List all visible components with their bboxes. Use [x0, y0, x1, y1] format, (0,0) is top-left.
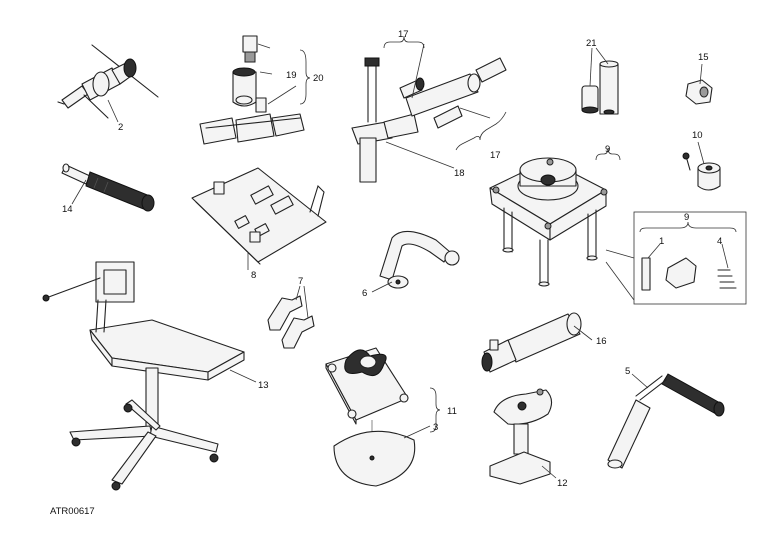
callout-12: 12 [557, 478, 568, 489]
leader-lines [71, 35, 737, 479]
callout-17-top: 17 [398, 29, 409, 40]
tool-15-nut [685, 79, 713, 105]
drawing-code: ATR00617 [50, 506, 95, 517]
tool-11-3-plate [325, 347, 416, 487]
callout-14: 14 [62, 204, 73, 215]
callout-10: 10 [692, 130, 703, 141]
callout-17-right: 17 [490, 150, 501, 161]
callout-13: 13 [258, 380, 269, 391]
callout-3: 3 [433, 422, 438, 433]
callout-6: 6 [362, 288, 367, 299]
callout-4: 4 [717, 236, 722, 247]
callout-16: 16 [596, 336, 607, 347]
callout-20: 20 [313, 73, 324, 84]
tool-9-cup-tool [489, 157, 608, 287]
tool-10-cap [682, 152, 721, 191]
tool-7-clips [267, 295, 315, 349]
callout-9: 9 [605, 144, 610, 155]
callout-11: 11 [447, 406, 457, 417]
callout-9-detail: 9 [684, 212, 689, 223]
callout-8: 8 [251, 270, 256, 281]
callout-19: 19 [286, 70, 297, 81]
callout-15: 15 [698, 52, 709, 63]
tool-8-plate [191, 167, 327, 265]
tool-19-20-fixture [199, 35, 305, 145]
callout-5: 5 [625, 366, 630, 377]
tool-2-puller [57, 44, 159, 119]
callout-labels: 1 2 3 4 5 6 7 8 9 9 10 11 12 13 14 15 16… [62, 29, 722, 489]
tool-5-t-handle [607, 373, 725, 469]
callout-7: 7 [298, 276, 303, 287]
tool-17-18-bolts [351, 57, 507, 183]
callout-1: 1 [659, 236, 664, 247]
callout-18: 18 [454, 168, 465, 179]
detail-box-9 [605, 211, 747, 305]
tool-12-support [489, 388, 553, 485]
tool-14-driver [61, 163, 155, 212]
tool-13-stand [42, 261, 245, 491]
callout-21: 21 [586, 38, 597, 49]
tool-21-sleeves [581, 60, 619, 115]
tool-16-tube [481, 312, 582, 373]
callout-2: 2 [118, 122, 123, 133]
tool-6-bracket [379, 230, 460, 289]
